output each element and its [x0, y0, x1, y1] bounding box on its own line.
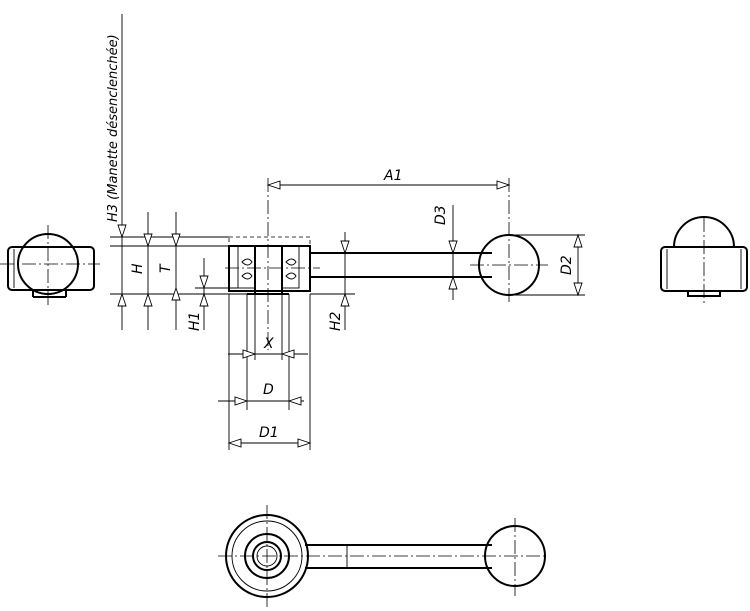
label-d3: D3: [433, 205, 449, 225]
left-side-view: [0, 225, 100, 305]
label-a1: A1: [383, 168, 402, 184]
dimension-lines: [110, 14, 585, 450]
top-view: [218, 505, 548, 607]
label-d1: D1: [259, 425, 279, 441]
dimension-labels: H3 (Manette désenclenchée) H T H1 H2 D3 …: [106, 34, 575, 441]
label-h1: H1: [187, 312, 203, 331]
label-t: T: [158, 263, 174, 273]
right-side-view: [660, 216, 748, 305]
label-x: X: [263, 336, 274, 352]
label-d: D: [263, 382, 274, 398]
label-h2: H2: [328, 311, 344, 331]
label-d2: D2: [559, 255, 575, 275]
label-h3: H3 (Manette désenclenchée): [106, 34, 121, 222]
label-h: H: [130, 263, 146, 274]
front-view: [225, 178, 548, 350]
